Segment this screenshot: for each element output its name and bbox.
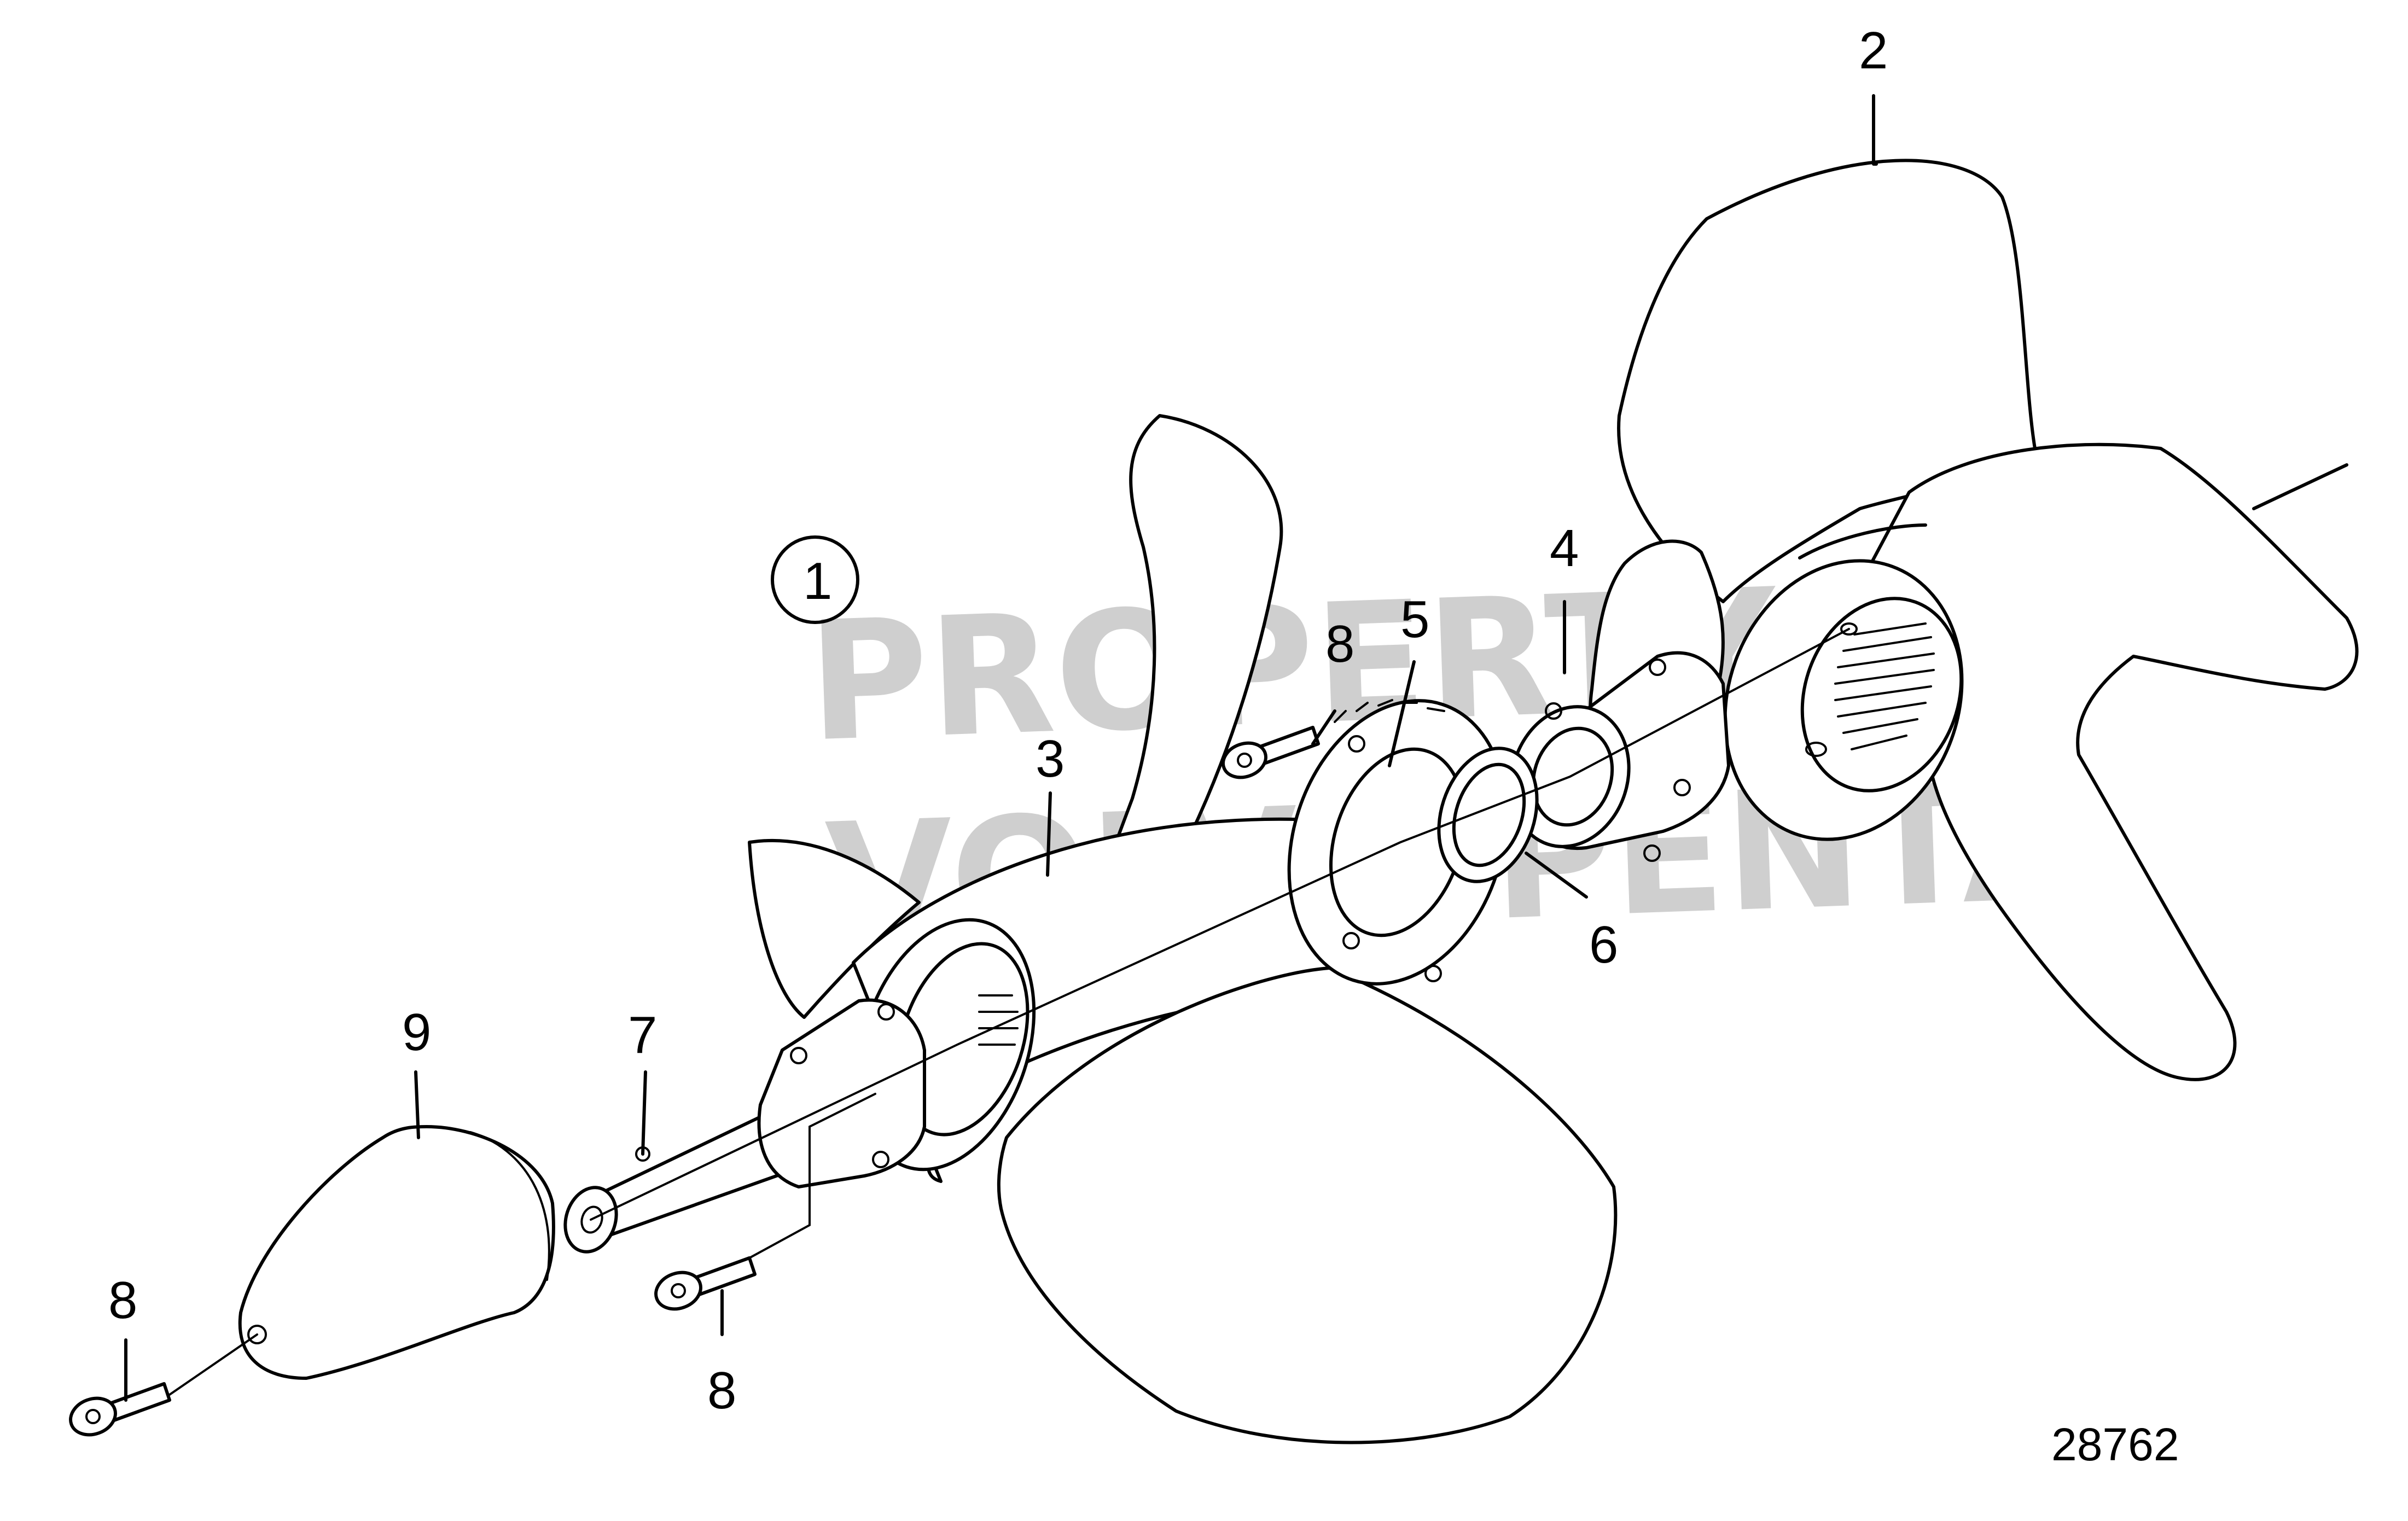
callout-7: 7 xyxy=(628,1006,657,1064)
screw-bottom xyxy=(69,1382,171,1437)
callout-6: 6 xyxy=(1589,916,1618,974)
callout-1: 1 xyxy=(803,552,832,610)
reference-number: 28762 xyxy=(2051,1419,2179,1470)
callout-2: 2 xyxy=(1859,21,1888,80)
callout-4: 4 xyxy=(1550,519,1579,578)
callout-1-circle xyxy=(771,535,859,624)
callout-5: 5 xyxy=(1400,590,1429,649)
o-ring xyxy=(1437,747,1539,883)
callout-8-bottom: 8 xyxy=(108,1271,137,1330)
rear-propeller-splines xyxy=(1834,622,1935,750)
screw-top xyxy=(1222,726,1320,779)
assembly-axis xyxy=(168,1333,258,1396)
screw-middle xyxy=(654,1256,757,1311)
lock-ring xyxy=(1287,699,1508,986)
leader-lines xyxy=(124,94,1878,1402)
front-hub-shaft xyxy=(563,998,926,1254)
propeller-cone xyxy=(238,1125,555,1380)
callout-9: 9 xyxy=(402,1003,431,1062)
callout-8-top: 8 xyxy=(1325,615,1354,673)
front-propeller xyxy=(748,414,1618,1444)
callout-3: 3 xyxy=(1036,730,1065,788)
callout-8-middle: 8 xyxy=(707,1361,736,1420)
